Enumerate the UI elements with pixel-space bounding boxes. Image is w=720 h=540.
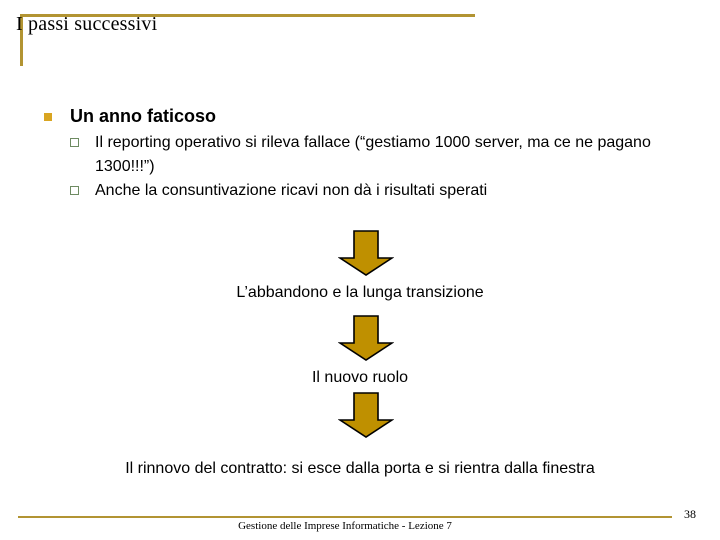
filled-square-bullet-icon: [44, 113, 52, 121]
hollow-square-bullet-icon: [70, 186, 79, 195]
down-arrow-icon: [338, 315, 394, 361]
page-number: 38: [684, 507, 696, 521]
slide-title: I passi successivi: [16, 13, 158, 35]
title-decoration-border: [20, 14, 475, 66]
bullet-level2-label: Anche la consuntivazione ricavi non dà i…: [95, 182, 488, 199]
flow-step-caption: L’abbandono e la lunga transizione: [236, 284, 484, 301]
down-arrow-icon: [338, 392, 394, 438]
footer-divider: [18, 516, 672, 518]
flow-step-caption: Il nuovo ruolo: [311, 369, 409, 386]
down-arrow-icon: [338, 230, 394, 276]
hollow-square-bullet-icon: [70, 138, 79, 147]
footer-label: Gestione delle Imprese Informatiche - Le…: [238, 520, 452, 532]
bullet-level1-label: Un anno faticoso: [70, 106, 217, 126]
bullet-level2-item: Il reporting operativo si rileva fallace…: [40, 131, 690, 179]
flow-step-caption: Il rinnovo del contratto: si esce dalla …: [125, 460, 595, 477]
bullet-level2-group: Il reporting operativo si rileva fallace…: [40, 131, 690, 203]
bullet-list: Un anno faticoso Il reporting operativo …: [40, 104, 690, 203]
bullet-level2-label: Il reporting operativo si rileva fallace…: [95, 134, 651, 175]
bullet-level2-item: Anche la consuntivazione ricavi non dà i…: [40, 179, 690, 203]
bullet-level1-item: Un anno faticoso: [40, 104, 690, 129]
